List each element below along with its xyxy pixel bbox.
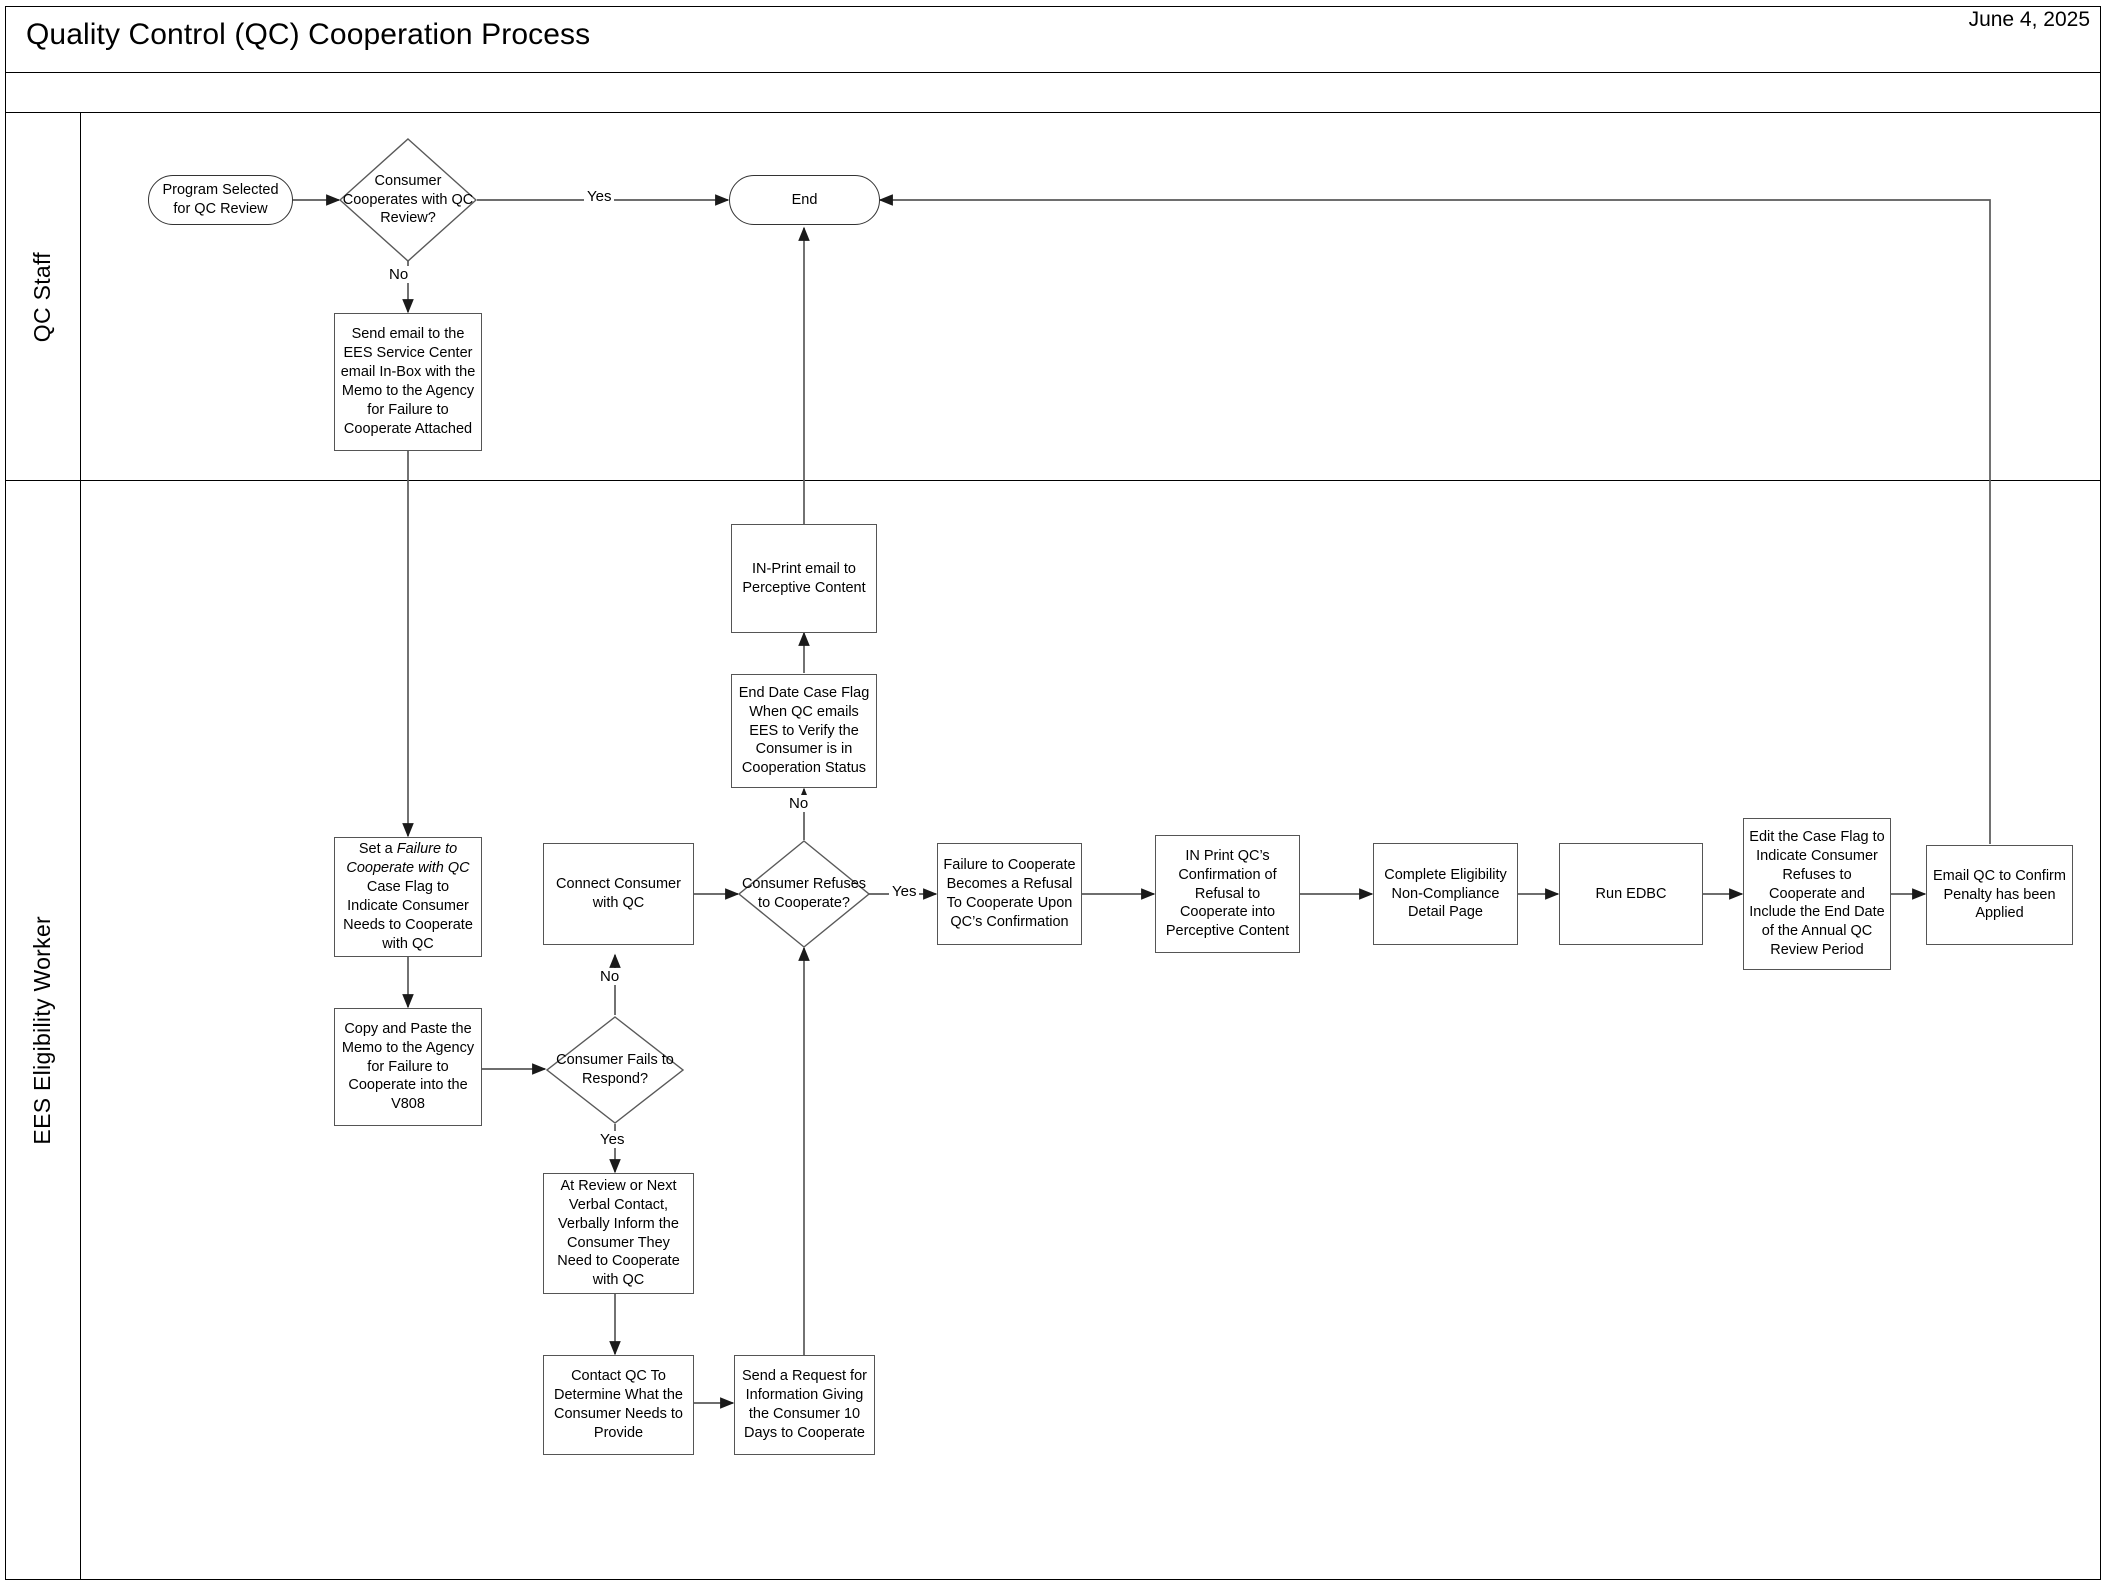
edge-label-cooperates-no: No (386, 266, 412, 283)
node-label: Complete Eligibility Non-Compliance Deta… (1384, 866, 1507, 921)
node-contact-qc-to-determine[interactable]: Contact QC To Determine What the Consume… (543, 1355, 694, 1455)
date-label: June 4, 2025 (1968, 8, 2090, 31)
node-label: Consumer Refuses to Cooperate? (741, 876, 867, 911)
node-copy-paste-memo-v808[interactable]: Copy and Paste the Memo to the Agency fo… (334, 1008, 482, 1126)
swimlane-header-ees-eligibility-worker: EES Eligibility Worker (5, 481, 81, 1580)
node-in-print-email-to-perceptive-content[interactable]: IN-Print email to Perceptive Content (731, 524, 877, 633)
node-complete-eligibility-non-compliance[interactable]: Complete Eligibility Non-Compliance Deta… (1373, 843, 1518, 945)
node-label: Program Selected for QC Review (162, 182, 279, 217)
swimlane-label-ees-eligibility-worker: EES Eligibility Worker (29, 916, 55, 1145)
node-set-failure-to-cooperate-case-flag[interactable]: Set a Failure to Cooperate with QC Case … (334, 837, 482, 957)
node-end[interactable]: End (729, 175, 880, 225)
edge-label-refuses-no: No (786, 795, 812, 812)
set-flag-text-emphasis: Failure to Cooperate with QC (346, 841, 470, 877)
node-run-edbc[interactable]: Run EDBC (1559, 843, 1703, 945)
node-label: Set a Failure to Cooperate with QC Case … (335, 838, 481, 955)
node-label: Connect Consumer with QC (556, 876, 681, 911)
node-email-qc-to-confirm-penalty[interactable]: Email QC to Confirm Penalty has been App… (1926, 845, 2073, 945)
node-label: IN-Print email to Perceptive Content (742, 560, 866, 596)
node-end-date-case-flag[interactable]: End Date Case Flag When QC emails EES to… (731, 674, 877, 788)
swimlane-label-qc-staff: QC Staff (29, 251, 55, 343)
node-label: Run EDBC (1595, 885, 1667, 902)
set-flag-text-post: Case Flag to Indicate Consumer Needs to … (343, 879, 473, 952)
node-label: Contact QC To Determine What the Consume… (554, 1368, 683, 1441)
node-at-review-or-next-verbal-contact[interactable]: At Review or Next Verbal Contact, Verbal… (543, 1173, 694, 1294)
node-label: Copy and Paste the Memo to the Agency fo… (341, 1020, 475, 1113)
node-consumer-cooperates-with-qc-review[interactable]: Consumer Cooperates with QC Review? (339, 138, 477, 262)
diamond-shape (546, 1016, 684, 1124)
node-label: End (791, 191, 818, 208)
node-label: Failure to Cooperate Becomes a Refusal T… (943, 857, 1076, 930)
edge-label-fails-no: No (597, 968, 623, 985)
diagram-outer-border (5, 6, 2101, 1580)
node-consumer-fails-to-respond[interactable]: Consumer Fails to Respond? (546, 1016, 684, 1124)
node-connect-consumer-with-qc[interactable]: Connect Consumer with QC (543, 843, 694, 945)
node-label: IN Print QC’s Confirmation of Refusal to… (1165, 847, 1290, 940)
node-label: End Date Case Flag When QC emails EES to… (738, 684, 870, 777)
set-flag-text-pre: Set a (358, 841, 397, 858)
node-label: Consumer Fails to Respond? (556, 1052, 674, 1087)
node-send-request-for-information[interactable]: Send a Request for Information Giving th… (734, 1355, 875, 1455)
node-label: At Review or Next Verbal Contact, Verbal… (557, 1177, 680, 1289)
swimlane-qc-staff (5, 113, 2101, 481)
node-label: Email QC to Confirm Penalty has been App… (1933, 867, 2066, 922)
swimlane-ees-eligibility-worker (5, 481, 2101, 1580)
node-in-print-qc-confirmation[interactable]: IN Print QC’s Confirmation of Refusal to… (1155, 835, 1300, 953)
swimlane-header-qc-staff: QC Staff (5, 113, 81, 481)
page-title: Quality Control (QC) Cooperation Process (26, 18, 591, 51)
node-program-selected-for-qc-review[interactable]: Program Selected for QC Review (148, 175, 293, 225)
title-band (5, 6, 2101, 73)
node-consumer-refuses-to-cooperate[interactable]: Consumer Refuses to Cooperate? (738, 840, 870, 948)
node-send-email-to-ees-service-center[interactable]: Send email to the EES Service Center ema… (334, 313, 482, 451)
node-label: Consumer Cooperates with QC Review? (342, 172, 474, 227)
node-label: Edit the Case Flag to Indicate Consumer … (1749, 829, 1885, 959)
node-failure-becomes-refusal[interactable]: Failure to Cooperate Becomes a Refusal T… (937, 843, 1082, 945)
edge-label-cooperates-yes: Yes (584, 188, 615, 205)
edge-label-refuses-yes: Yes (889, 883, 920, 900)
date-band (5, 73, 2101, 113)
edge-label-fails-yes: Yes (597, 1131, 628, 1148)
node-label: Send email to the EES Service Center ema… (340, 326, 476, 437)
node-edit-case-flag[interactable]: Edit the Case Flag to Indicate Consumer … (1743, 818, 1891, 970)
node-label: Send a Request for Information Giving th… (742, 1368, 867, 1441)
